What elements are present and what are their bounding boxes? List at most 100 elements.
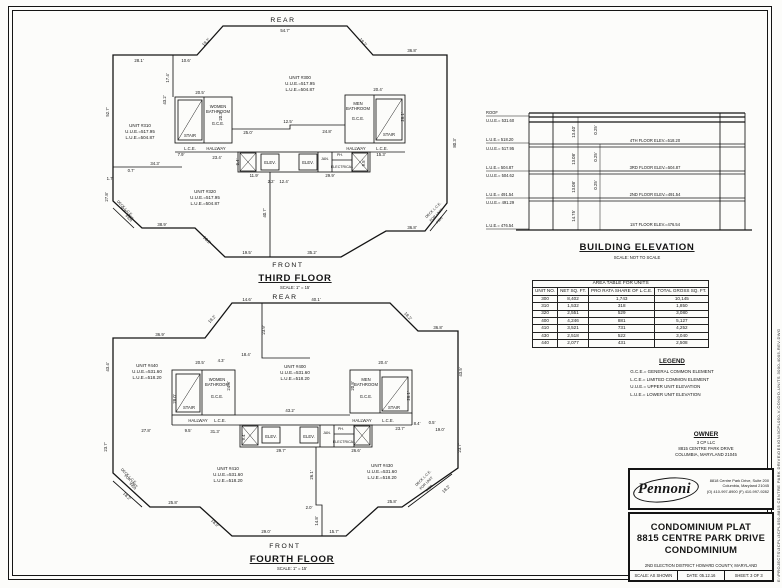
margin-file-path: E:\PROJECTS\3CPL\3CPL050-8815 CENTRE PAR… [776, 328, 781, 582]
dim-label: L.U.E.=504.87 [286, 87, 315, 92]
plan3-left-stair [177, 99, 203, 141]
legend-item: L.C.E.= LIMITED COMMON ELEMENT [630, 376, 710, 382]
area-table-cell: 410 [531, 324, 559, 333]
pennoni-logo: Pennoni [630, 470, 702, 508]
title-block-district: 2ND ELECTION DISTRICT HOWARD COUNTY, MAR… [644, 563, 758, 568]
dim-label: HALLWAY [352, 418, 371, 423]
dim-label: 43.4' [105, 362, 110, 371]
plan3-right-core [344, 94, 406, 144]
dim-label: 26.6' [351, 448, 360, 453]
area-table-cell: 318 [588, 302, 656, 311]
area-table-cell: 2,077 [557, 339, 590, 348]
dim-label: G.C.E. [212, 121, 225, 126]
dim-label: 19.0' [435, 427, 444, 432]
dim-label: #410 [128, 482, 136, 490]
dim-label: 11.9' [250, 173, 259, 178]
dim-label: 36.8' [407, 225, 416, 230]
elevation-leader-lines [486, 115, 529, 230]
dim-label: 34.3' [150, 161, 159, 166]
dim-label: 12.4' [279, 179, 288, 184]
dim-label: 26.1' [309, 470, 314, 479]
area-table-cell: 2,508 [654, 339, 710, 348]
dim-label: 23.7' [457, 443, 462, 452]
dim-label: JAN. [321, 157, 329, 161]
title-block-line3: CONDOMINIUM [664, 543, 738, 555]
title-block-line1: CONDOMINIUM PLAT [650, 521, 752, 532]
dim-label: 28.0' [172, 394, 177, 403]
dim-label: 0.25' [593, 180, 598, 189]
plan4-title: FOURTH FLOOR [250, 554, 335, 565]
dim-label: 23.7' [395, 426, 404, 431]
plan3-outline [112, 25, 448, 258]
area-table-cell: 10,145 [654, 294, 710, 304]
dim-label: 23.4' [212, 155, 221, 160]
area-table-cell: 310 [531, 302, 559, 311]
dim-label: #320 [124, 214, 132, 222]
dim-label: 0.25' [593, 125, 598, 134]
dim-label: ELEV. [265, 434, 277, 439]
dim-label: 9.4' [241, 433, 246, 440]
dim-label: G.C.E. [360, 394, 373, 399]
dim-label: STAIR [388, 405, 400, 410]
plan4-service-room-walls [319, 425, 355, 447]
dim-label: 20.5' [195, 90, 204, 95]
area-table-cell: 300 [531, 294, 559, 304]
dim-label: 1.7' [107, 176, 114, 181]
dim-label: ELEV. [302, 160, 314, 165]
area-table-column-header: TOTAL GROSS SQ. FT. [654, 287, 710, 296]
dim-label: 27.8' [104, 192, 109, 201]
dim-label: 52.7' [105, 107, 110, 116]
title-block-line2: 8815 CENTRE PARK DRIVE [636, 532, 766, 544]
area-table-cell: 529 [588, 309, 656, 318]
elevation-dim-lines [577, 117, 601, 230]
plan3-right-stair-run [375, 98, 403, 141]
dim-label: 31.3' [210, 429, 219, 434]
dim-label: HALLWAY [188, 418, 207, 423]
dim-label: 10.6' [181, 58, 190, 63]
dim-label: L.C.E. [214, 418, 226, 423]
dim-label: 18.2' [358, 37, 368, 47]
dim-label: 29.0' [261, 529, 270, 534]
elevation-roof-lines [529, 112, 745, 123]
dim-label: G.C.E. [211, 394, 224, 399]
dim-label: 43.5' [458, 367, 463, 376]
dim-label: ELECTRICAL [331, 165, 353, 169]
dim-label: L.U.E.=518.20 [133, 375, 162, 380]
area-table-cell: 4,252 [654, 324, 710, 333]
plan3-shaft-x-right [351, 152, 369, 172]
pennoni-address-line: 8818 Centre Park Drive, Suite 200 [709, 478, 769, 483]
plan4-outline [112, 302, 459, 537]
dim-label: 18.2' [201, 37, 211, 47]
dim-label: U.U.E.=531.60 [132, 369, 162, 374]
plan4-interior-walls [112, 303, 453, 536]
area-table-column-header: UNIT NO. [531, 287, 559, 296]
dim-label: 40.7' [262, 208, 267, 217]
dim-label: U.U.E.= 504.62 [486, 173, 515, 178]
area-table-cell: 8,402 [557, 294, 590, 304]
dim-label: 36.8' [407, 48, 416, 53]
plan3-left-stair-run [177, 99, 203, 141]
dim-label: 20.4' [373, 87, 382, 92]
dim-label: U.U.E.= 491.29 [486, 200, 515, 205]
plan4-front-label: FRONT [269, 543, 300, 550]
dim-label: 29.9' [325, 173, 334, 178]
plan3-left-core [174, 96, 233, 144]
dim-label: 15.7' [329, 529, 338, 534]
plan4-shaft-x-left [241, 425, 259, 446]
dim-label: WOMEN [210, 104, 227, 109]
sheet-outer-border [8, 6, 772, 580]
dim-label: 28.1' [134, 58, 143, 63]
dim-label: L.U.E.=518.20 [281, 376, 310, 381]
dim-label: 29.7' [276, 448, 285, 453]
dim-label: 20.4' [378, 360, 387, 365]
title-block-sheet: SHEET: 3 OF 3 [724, 571, 772, 580]
dim-label: STAIR [383, 132, 395, 137]
dim-label: 15.3' [376, 152, 385, 157]
plan4-scale: SCALE: 1" = 15' [277, 566, 307, 571]
dim-label: #430 [425, 484, 433, 492]
